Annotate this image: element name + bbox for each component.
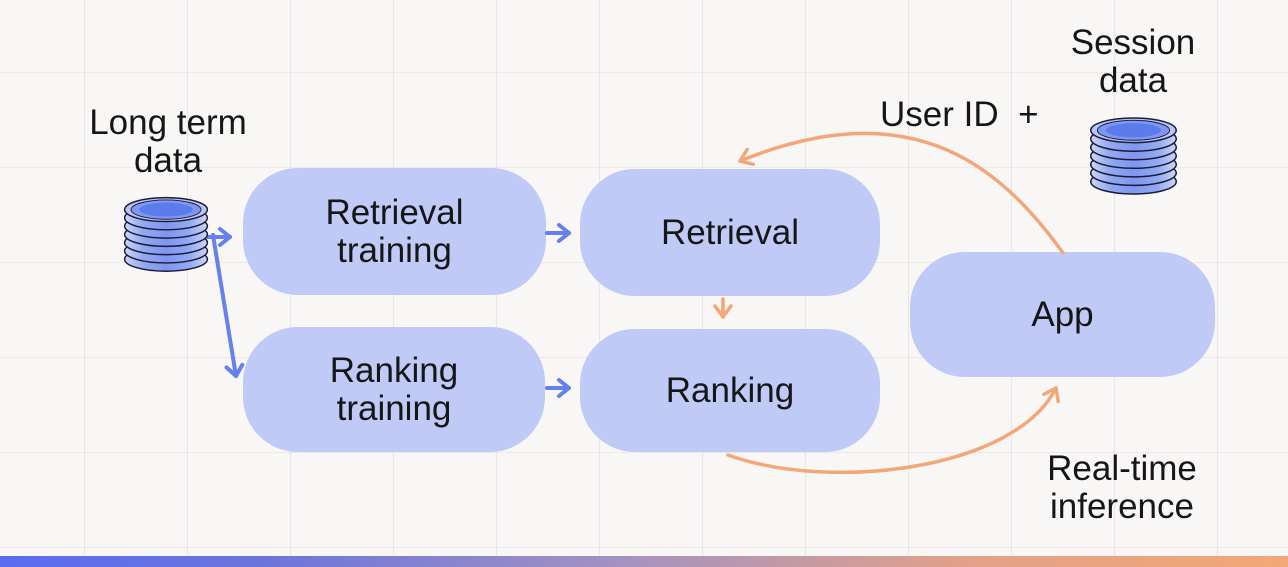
- label-long-term-data: Long term data: [89, 103, 247, 180]
- label-session-data: Session data: [1070, 23, 1196, 100]
- database-icon: [120, 193, 212, 274]
- footer-gradient-bar: [0, 556, 1288, 567]
- node-retrieval: Retrieval: [580, 169, 880, 296]
- node-ranking: Ranking: [580, 329, 880, 452]
- node-retrieval-training: Retrieval training: [243, 168, 546, 295]
- node-ranking-training: Ranking training: [243, 327, 545, 452]
- node-label: Retrieval: [660, 212, 800, 252]
- label-real-time-inference: Real-time inference: [1047, 449, 1197, 526]
- node-app: App: [910, 252, 1215, 377]
- arrow-longterm-to-ranking-training: [211, 233, 245, 378]
- label-user-id: User ID +: [880, 95, 1039, 134]
- node-label: App: [1031, 294, 1094, 334]
- node-label: Ranking training: [329, 350, 459, 428]
- node-label: Ranking: [665, 370, 795, 410]
- node-label: Retrieval training: [325, 192, 464, 270]
